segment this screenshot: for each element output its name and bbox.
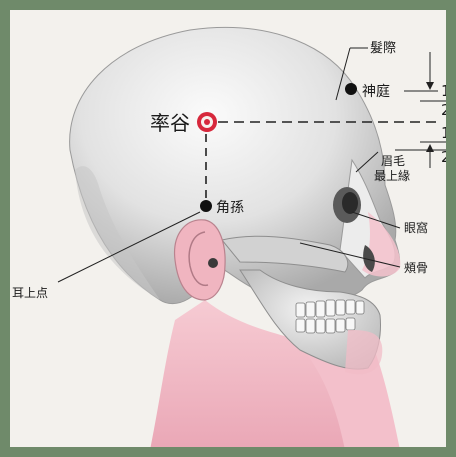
- main-point-label: 率谷: [150, 111, 190, 135]
- shuaigu-point-center: [204, 119, 210, 125]
- ear-apex-label: 耳上点: [12, 286, 48, 300]
- jiaosun-point: [200, 200, 212, 212]
- shenting-label: 神庭: [362, 83, 390, 100]
- ear-canal: [208, 258, 218, 268]
- eye-orbit-inner: [342, 192, 358, 214]
- eyebrow-label-line1: 眉毛: [381, 154, 405, 168]
- eyebrow-label-line2: 最上緣: [374, 169, 410, 183]
- jiaosun-label: 角孫: [216, 200, 244, 216]
- orbit-label: 眼窩: [404, 220, 428, 235]
- shenting-point: [345, 83, 357, 95]
- hairline-label: 髮際: [370, 41, 396, 56]
- zygomatic-label: 頰骨: [404, 261, 428, 275]
